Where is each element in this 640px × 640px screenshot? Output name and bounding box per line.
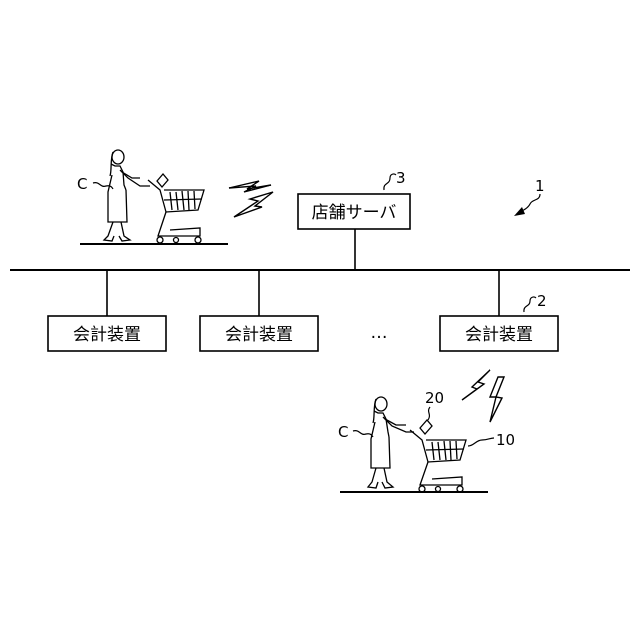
cart-terminal-icon (157, 174, 168, 187)
customer-ref-bottom: C (338, 423, 348, 441)
customer-ref-top: C (77, 175, 87, 193)
cart-terminal-ref-leader (428, 407, 430, 420)
ellipsis: … (371, 323, 388, 343)
customer-ref-leader-bottom (353, 431, 373, 437)
terminal-ref-number: 2 (537, 292, 547, 310)
checkout-terminal-1: 会計装置 (48, 316, 166, 351)
store-server-label: 店舗サーバ (312, 203, 397, 223)
cart-ref-number: 10 (496, 431, 515, 449)
server-ref-number: 3 (396, 169, 406, 187)
cart-terminal-icon (420, 420, 432, 434)
shopping-cart-icon (410, 430, 466, 492)
person-icon (368, 397, 414, 488)
checkout-terminal-label: 会計装置 (73, 325, 141, 345)
shopping-cart-icon (148, 180, 204, 243)
lightning-bolt-icon (229, 181, 273, 217)
checkout-terminal-label: 会計装置 (465, 325, 533, 345)
checkout-terminal-2: 会計装置 (200, 316, 318, 351)
checkout-terminal-label: 会計装置 (225, 325, 293, 345)
person-icon (104, 150, 150, 241)
server-ref-leader (384, 174, 396, 190)
system-ref-arrowhead (514, 207, 525, 216)
lightning-bolt-icon (462, 370, 504, 422)
store-server-box: 店舗サーバ (298, 194, 410, 229)
cart-ref-leader (468, 438, 494, 446)
system-ref-number: 1 (535, 177, 545, 195)
terminal-ref-leader (524, 297, 536, 312)
checkout-terminal-3: 会計装置 (440, 316, 558, 351)
cart-terminal-ref-number: 20 (425, 389, 444, 407)
